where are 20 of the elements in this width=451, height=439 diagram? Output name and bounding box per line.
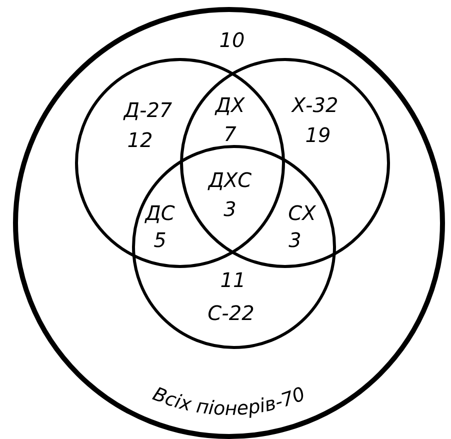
count-number: 3 bbox=[288, 230, 302, 250]
count-number: 7 bbox=[224, 124, 236, 144]
set-label: 11 bbox=[220, 270, 246, 290]
count-number: С-22 bbox=[208, 303, 254, 323]
total-caption: Всіх піонерів-70 bbox=[150, 383, 308, 420]
set-circle bbox=[75, 58, 285, 268]
set-circle bbox=[13, 7, 445, 439]
set-circle bbox=[132, 145, 336, 349]
count-number: 3 bbox=[224, 199, 236, 219]
set-label: Д-27 bbox=[124, 100, 172, 120]
count-number: 10 bbox=[219, 30, 245, 50]
count-number: 5 bbox=[154, 230, 166, 250]
region-label: ДХС bbox=[208, 170, 252, 190]
count-number: 12 bbox=[127, 130, 153, 150]
set-label: Х-32 bbox=[292, 95, 338, 115]
set-circle bbox=[180, 58, 390, 268]
region-label: ДХ bbox=[215, 95, 245, 115]
count-number: 19 bbox=[305, 125, 331, 145]
region-label: ДС bbox=[145, 203, 175, 223]
region-label: СХ bbox=[288, 203, 316, 223]
